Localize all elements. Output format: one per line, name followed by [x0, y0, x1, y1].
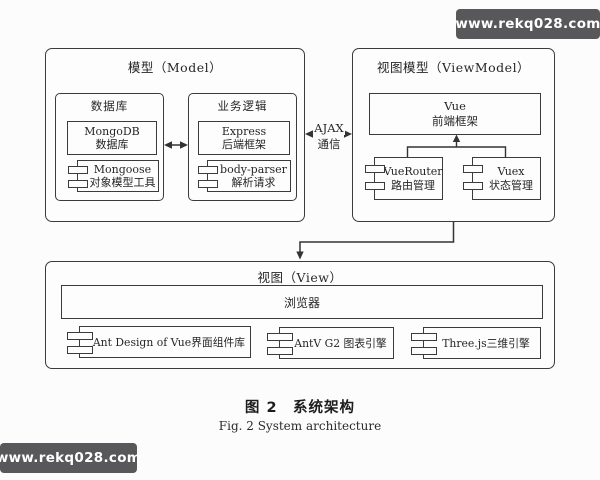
figure-caption-en: Fig. 2 System architecture	[218, 419, 382, 433]
threejs-label: Three.js三维引擎	[442, 337, 530, 350]
ajax-comm-label: 通信	[316, 137, 342, 151]
database-title: 数据库	[90, 99, 129, 113]
viewmodel-title: 视图模型（ViewModel）	[376, 60, 531, 75]
vuerouter-line1: VueRouter	[383, 165, 443, 178]
browser-label: 浏览器	[283, 295, 320, 310]
view-title: 视图（View）	[257, 270, 343, 285]
antv-g2-component: AntV G2 图表引擎	[267, 327, 394, 359]
bodyparser-line1: body-parser	[220, 162, 287, 176]
threejs-component: Three.js三维引擎	[411, 327, 541, 359]
component-tab-icon	[267, 333, 293, 341]
component-tab-icon	[267, 347, 293, 355]
component-tab-icon	[365, 165, 385, 173]
bodyparser-component: body-parser 解析请求	[198, 160, 291, 192]
watermark-bottom-left: www.rekq028.com	[0, 443, 141, 473]
component-tab-icon	[463, 182, 483, 190]
component-tab-icon	[463, 165, 483, 173]
database-box: 数据库 MongoDB 数据库 Mongoose 对象模型工具	[55, 93, 164, 201]
mongoose-component: Mongoose 对象模型工具	[68, 160, 159, 192]
component-tab-icon	[411, 333, 437, 341]
view-box: 视图（View） 浏览器 Ant Design of Vue界面组件库 AntV…	[45, 261, 555, 369]
express-line1: Express	[221, 124, 267, 138]
express-box: Express 后端框架	[198, 121, 290, 155]
express-line2: 后端框架	[222, 138, 266, 151]
model-box: 模型（Model） 数据库 MongoDB 数据库 Mongoose 对象模型工…	[45, 48, 305, 222]
antv-g2-label: AntV G2 图表引擎	[294, 337, 387, 350]
viewmodel-box: 视图模型（ViewModel） Vue 前端框架 VueRouter 路由管理 …	[352, 48, 555, 222]
vuerouter-line2: 路由管理	[391, 178, 435, 192]
vuex-line1: Vuex	[497, 165, 525, 178]
mongodb-box: MongoDB 数据库	[67, 121, 157, 155]
business-logic-title: 业务逻辑	[217, 99, 268, 113]
component-tab-icon	[198, 166, 218, 174]
component-tab-icon	[68, 180, 88, 188]
business-logic-box: 业务逻辑 Express 后端框架 body-parser 解析请求	[188, 93, 297, 201]
ajax-label: AJAX	[313, 121, 345, 135]
mongodb-line1: MongoDB	[84, 124, 140, 138]
mongodb-line2: 数据库	[95, 138, 129, 151]
antdesign-label: Ant Design of Vue界面组件库	[92, 336, 246, 349]
component-tab-icon	[198, 180, 218, 188]
mongoose-line2: 对象模型工具	[89, 176, 156, 189]
browser-box: 浏览器	[61, 285, 543, 319]
model-title: 模型（Model）	[127, 60, 223, 75]
watermark-top-right: www.rekq028.com	[455, 9, 600, 39]
vuex-component: Vuex 状态管理	[463, 157, 541, 200]
component-tab-icon	[67, 332, 93, 340]
vuex-line2: 状态管理	[489, 178, 533, 192]
component-tab-icon	[68, 166, 88, 174]
bodyparser-line2: 解析请求	[231, 176, 276, 189]
figure-caption-zh: 图 2 系统架构	[244, 400, 356, 416]
antdesign-component: Ant Design of Vue界面组件库	[67, 326, 251, 358]
component-tab-icon	[365, 182, 385, 190]
vue-box: Vue 前端框架	[369, 93, 541, 135]
mongoose-line1: Mongoose	[93, 162, 152, 176]
vuerouter-component: VueRouter 路由管理	[365, 157, 443, 200]
viewmodel-to-view-connector	[296, 222, 455, 260]
vue-line1: Vue	[444, 99, 466, 113]
vue-line2: 前端框架	[432, 114, 478, 128]
component-tab-icon	[411, 347, 437, 355]
component-tab-icon	[67, 346, 93, 354]
